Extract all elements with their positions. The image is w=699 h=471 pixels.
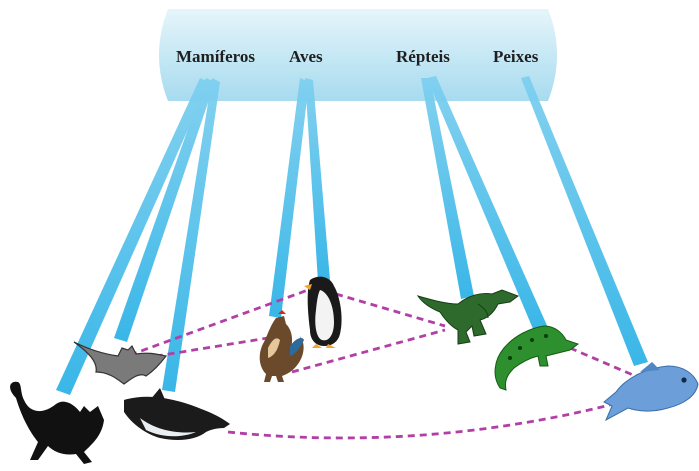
beams xyxy=(56,76,648,395)
beam-repteis-lizard xyxy=(427,76,549,336)
rooster-icon xyxy=(259,310,304,382)
link-bat-penguin xyxy=(129,288,309,357)
category-banner xyxy=(159,9,557,101)
group-label-peixes: Peixes xyxy=(493,47,539,66)
link-lizard-fish xyxy=(569,346,641,380)
beam-aves-rooster xyxy=(269,78,309,318)
dolphin-icon xyxy=(124,388,230,440)
beam-repteis-dinosaur xyxy=(421,78,474,299)
beam-mamiferos-cat xyxy=(56,78,209,395)
group-label-repteis: Répteis xyxy=(396,47,450,66)
link-rooster-dinosaur xyxy=(291,328,446,374)
group-label-mamiferos: Mamíferos xyxy=(176,47,255,66)
dinosaur-icon xyxy=(416,289,520,345)
penguin-icon xyxy=(304,276,342,348)
link-penguin-dinosaur xyxy=(335,292,446,328)
beam-peixes-fish xyxy=(521,76,648,366)
link-bat-rooster xyxy=(131,336,269,362)
lizard-icon xyxy=(494,325,580,391)
beam-mamiferos-bat xyxy=(114,78,215,342)
fish-icon xyxy=(603,362,699,422)
group-label-aves: Aves xyxy=(289,47,323,66)
links xyxy=(129,288,641,440)
cat-icon xyxy=(10,381,105,464)
beam-aves-penguin xyxy=(305,78,330,282)
link-dolphin-fish xyxy=(227,403,611,440)
bat-icon xyxy=(73,341,168,385)
beam-mamiferos-dolphin xyxy=(162,78,220,392)
